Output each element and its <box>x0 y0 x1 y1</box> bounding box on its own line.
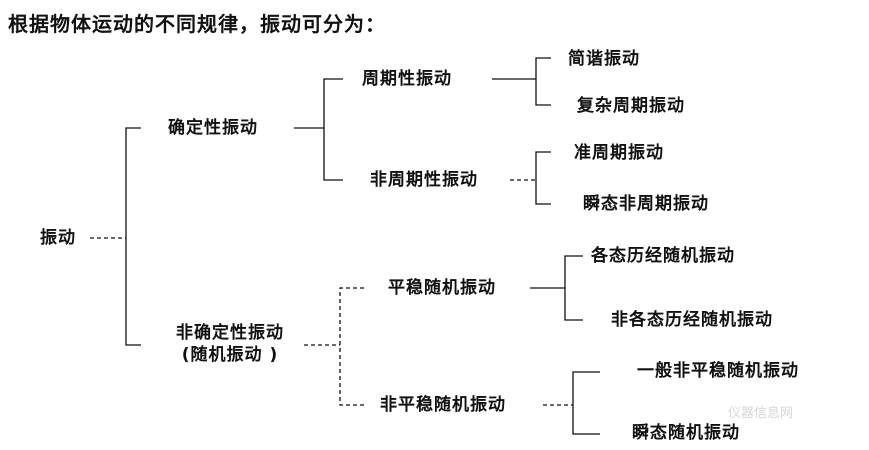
node-random-line2: (随机振动 ) <box>181 345 279 365</box>
bracket-nonstationary <box>572 371 600 435</box>
node-random: 非确定性振动 (随机振动 ) <box>160 322 300 366</box>
node-stationary: 平稳随机振动 <box>388 278 496 298</box>
node-root: 振动 <box>40 228 76 248</box>
bracket-periodic <box>535 57 551 106</box>
node-periodic: 周期性振动 <box>362 69 452 89</box>
leaf-ergodic: 各态历经随机振动 <box>591 246 735 266</box>
page-heading: 根据物体运动的不同规律，振动可分为： <box>8 12 386 36</box>
leaf-simple-harmonic: 简谐振动 <box>568 49 640 69</box>
node-deterministic: 确定性振动 <box>168 118 258 138</box>
leaf-transient-random: 瞬态随机振动 <box>632 423 740 443</box>
node-nonstationary: 非平稳随机振动 <box>380 395 506 415</box>
leaf-transient-aperiodic: 瞬态非周期振动 <box>583 194 709 214</box>
watermark-logo: 仪器信息网 <box>728 406 794 421</box>
leaf-non-ergodic: 非各态历经随机振动 <box>611 310 773 330</box>
leaf-general-nonstationary: 一般非平稳随机振动 <box>637 361 799 381</box>
bracket-stationary <box>564 255 583 321</box>
leaf-quasi-periodic: 准周期振动 <box>574 143 664 163</box>
bracket-aperiodic <box>535 151 551 205</box>
bracket-deterministic <box>323 78 343 181</box>
node-random-line1: 非确定性振动 <box>176 323 284 343</box>
leaf-complex-periodic: 复杂周期振动 <box>577 96 685 116</box>
node-aperiodic: 非周期性振动 <box>370 170 478 190</box>
bracket-root <box>125 127 141 346</box>
bracket-random <box>339 287 364 406</box>
